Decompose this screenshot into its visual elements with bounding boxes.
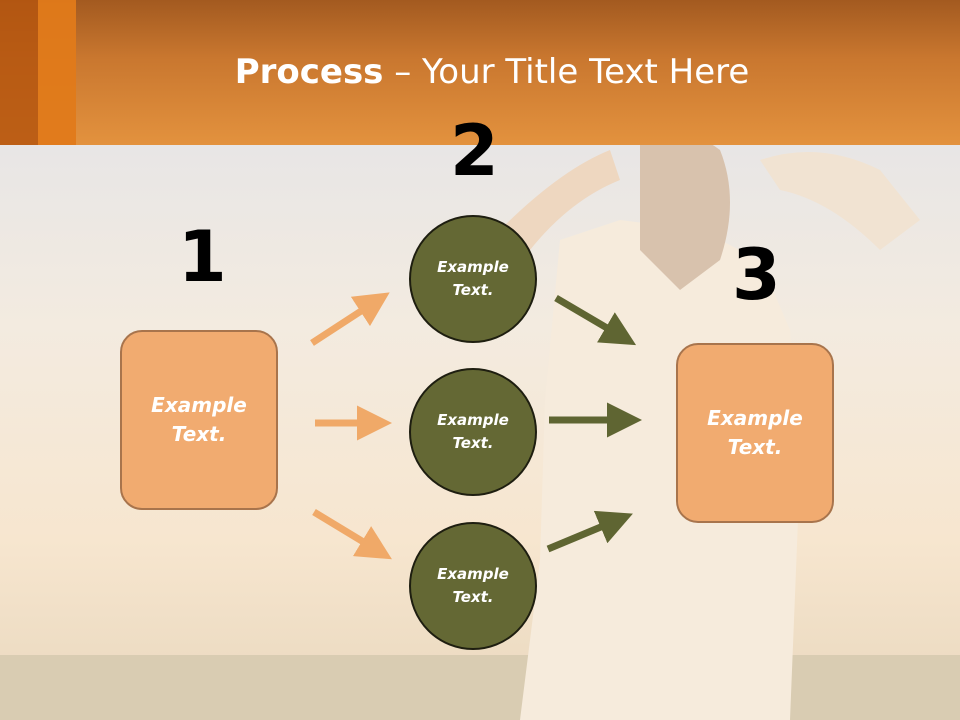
step-1-box: Example Text. [120,330,278,510]
step-1-text: Example Text. [151,393,247,446]
step-number-2: 2 [450,110,499,192]
circle-text: Example Text. [437,258,509,299]
step-number-3: 3 [732,234,781,316]
circle-text: Example Text. [437,565,509,606]
title-rest: – Your Title Text Here [383,52,750,92]
step-3-text: Example Text. [707,406,803,459]
title-bold: Process [234,52,384,92]
header-bar [0,0,960,145]
step-number-1: 1 [178,216,227,298]
arrow-down-right [312,509,392,560]
arrow-down-right [554,294,637,346]
circle-text: Example Text. [437,411,509,452]
step-2-circle-bottom: Example Text. [409,522,537,650]
step-2-circle-top: Example Text. [409,215,537,343]
header-accent-bar [38,0,76,145]
step-2-circle-middle: Example Text. [409,368,537,496]
arrow-up-right [546,510,633,553]
header-accent-bar [0,0,38,145]
slide-title: Process – Your Title Text Here [0,52,960,92]
arrow-up-right [310,292,390,346]
step-3-box: Example Text. [676,343,834,523]
